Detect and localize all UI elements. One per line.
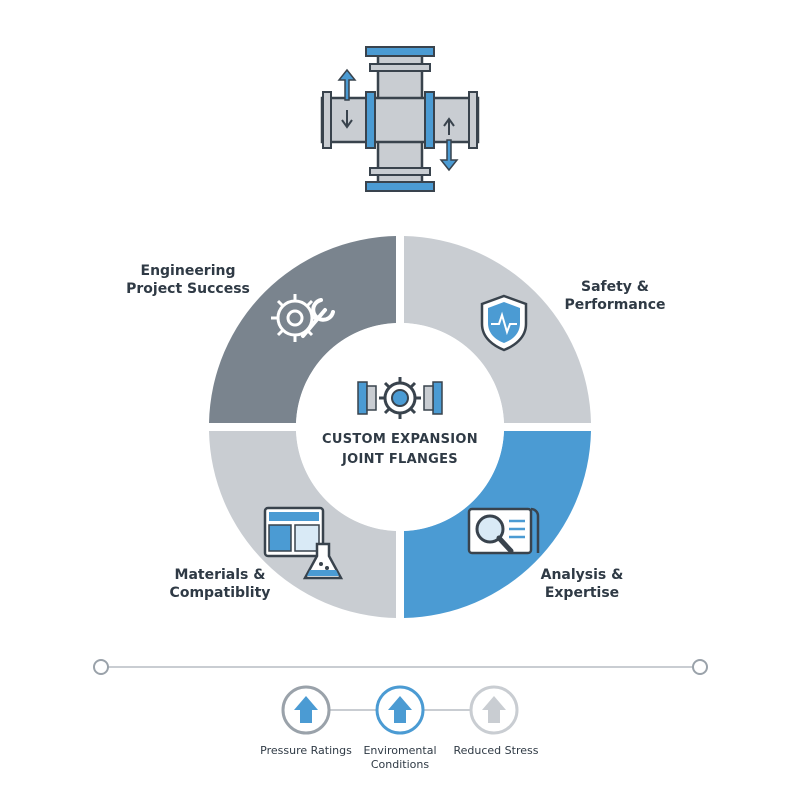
segment-label-analysis: Analysis & Expertise: [540, 567, 624, 601]
shield-pulse-icon: [480, 294, 528, 352]
factor-reduced-stress: [469, 685, 519, 735]
magnifier-blueprint-icon: [467, 507, 540, 555]
pipe-cross-fitting-icon: [320, 46, 480, 192]
hub-title: CUSTOM EXPANSION JOINT FLANGES: [322, 432, 478, 467]
flange-gear-icon: [357, 377, 443, 419]
segment-engineering: [209, 236, 396, 423]
factor-label-pressure: Pressure Ratings: [260, 744, 352, 757]
timeline-end-node: [692, 659, 708, 675]
segment-label-engineering: Engineering Project Success: [126, 263, 250, 297]
hub-circle: [296, 323, 504, 531]
factor-label-environmental: Enviromental Conditions: [363, 744, 437, 771]
arrow-up-icon: [294, 696, 318, 723]
factor-label-stress: Reduced Stress: [453, 744, 539, 757]
materials-flask-icon: [263, 506, 344, 580]
segment-label-materials: Materials & Compatiblity: [169, 567, 271, 601]
timeline-start-node: [93, 659, 109, 675]
timeline: [93, 659, 708, 675]
factors-row: [281, 685, 519, 735]
factor-environmental-conditions: [375, 685, 425, 735]
arrow-up-icon: [482, 696, 506, 723]
segment-label-safety: Safety & Performance: [564, 279, 666, 313]
factor-pressure-ratings: [281, 685, 331, 735]
gear-wrench-icon: [271, 294, 335, 342]
arrow-up-icon: [388, 696, 412, 723]
